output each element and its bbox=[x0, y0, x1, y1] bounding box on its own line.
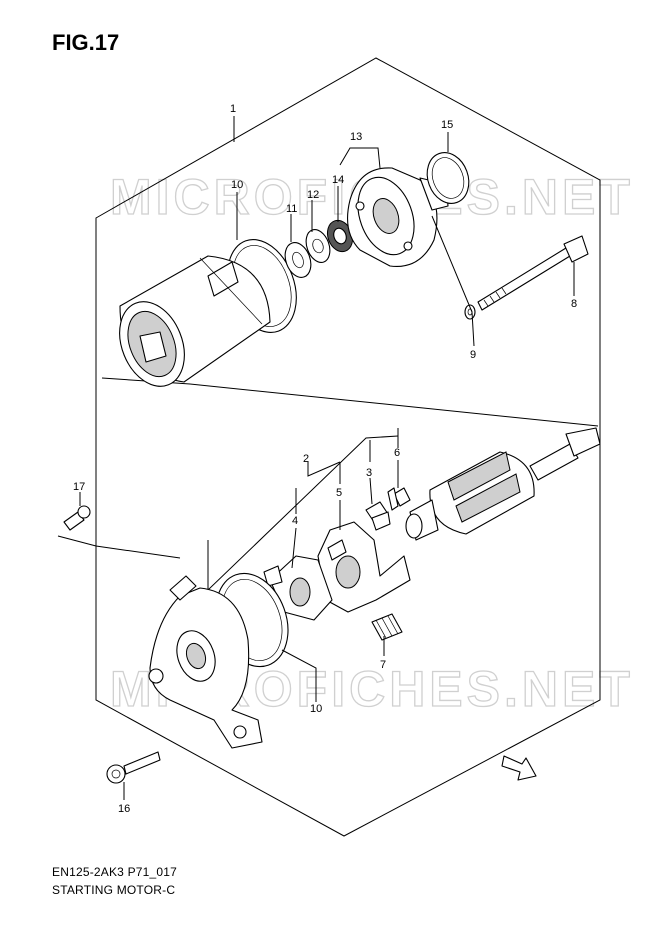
callout-17: 17 bbox=[73, 481, 85, 493]
callout-6: 6 bbox=[394, 447, 400, 459]
callout-4: 4 bbox=[292, 515, 298, 527]
callout-1: 1 bbox=[230, 103, 236, 115]
divider-upper bbox=[101, 377, 599, 427]
callout-7: 7 bbox=[380, 659, 386, 671]
armature bbox=[405, 427, 601, 541]
brush-plate-4 bbox=[263, 555, 333, 621]
motor-yoke bbox=[119, 255, 271, 387]
diagram-code: EN125-2AK3 P71_017 bbox=[52, 865, 178, 879]
callout-16: 16 bbox=[118, 803, 130, 815]
assembly-boundary bbox=[95, 57, 601, 837]
callout-14: 14 bbox=[332, 174, 344, 186]
divider-lower bbox=[207, 435, 399, 592]
bearing-14 bbox=[326, 219, 354, 253]
screw-17 bbox=[63, 505, 91, 531]
washer-12 bbox=[305, 229, 331, 263]
callout-3: 3 bbox=[366, 467, 372, 479]
front-housing bbox=[148, 575, 263, 749]
screw-6 bbox=[387, 487, 411, 511]
figure-title: FIG.17 bbox=[52, 30, 120, 55]
divider-left bbox=[57, 535, 181, 559]
diagram-name: STARTING MOTOR-C bbox=[52, 883, 176, 897]
callout-10-upper: 10 bbox=[231, 179, 243, 191]
callout-9: 9 bbox=[470, 349, 476, 361]
terminal-3 bbox=[365, 501, 391, 531]
callout-11: 11 bbox=[286, 203, 297, 215]
callout-15: 15 bbox=[441, 119, 453, 131]
end-cover-13 bbox=[347, 167, 449, 268]
through-bolt-8 bbox=[477, 235, 589, 311]
callout-12: 12 bbox=[307, 189, 319, 201]
callout-8: 8 bbox=[571, 298, 577, 310]
brush-holder-5 bbox=[317, 521, 411, 613]
o-ring-15 bbox=[426, 152, 470, 204]
callout-5: 5 bbox=[336, 487, 342, 499]
bolt-16 bbox=[106, 751, 161, 784]
spring-7 bbox=[371, 613, 403, 641]
leader-lines bbox=[79, 116, 575, 800]
fwd-arrow-icon bbox=[501, 755, 537, 781]
callout-2: 2 bbox=[303, 453, 309, 465]
washer-11 bbox=[284, 242, 312, 278]
callout-10-lower: 10 bbox=[310, 703, 322, 715]
callout-13: 13 bbox=[350, 131, 362, 143]
